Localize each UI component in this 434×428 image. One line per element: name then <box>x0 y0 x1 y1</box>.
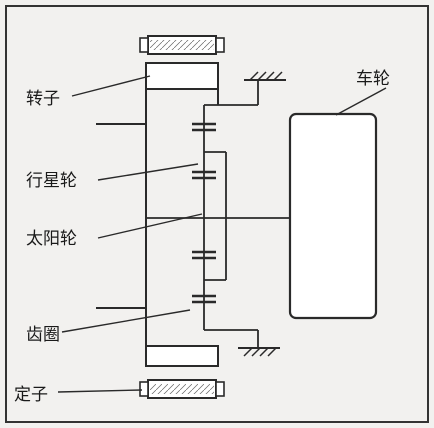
label-rotor: 转子 <box>26 89 60 109</box>
wheel-block <box>288 112 378 320</box>
ground-symbol-top <box>244 71 286 81</box>
leader-rotor <box>71 75 151 97</box>
leader-ring <box>61 309 191 333</box>
label-stator: 定子 <box>14 385 48 405</box>
gear-train <box>192 80 259 348</box>
label-sun-gear: 太阳轮 <box>26 229 77 249</box>
outer-frame <box>5 5 429 423</box>
ground-symbol-bottom <box>238 347 280 357</box>
stator-bottom <box>139 379 225 399</box>
label-ring-gear: 齿圈 <box>26 325 60 345</box>
label-wheel: 车轮 <box>356 69 390 89</box>
leader-wheel <box>335 87 387 116</box>
rotor-block-bottom <box>145 345 219 367</box>
stator-top <box>139 35 225 55</box>
rotor-block-top <box>145 62 219 90</box>
leader-sun <box>97 213 203 239</box>
leader-planet <box>97 163 199 181</box>
label-planet-gear: 行星轮 <box>26 171 77 191</box>
leader-stator <box>57 389 143 393</box>
